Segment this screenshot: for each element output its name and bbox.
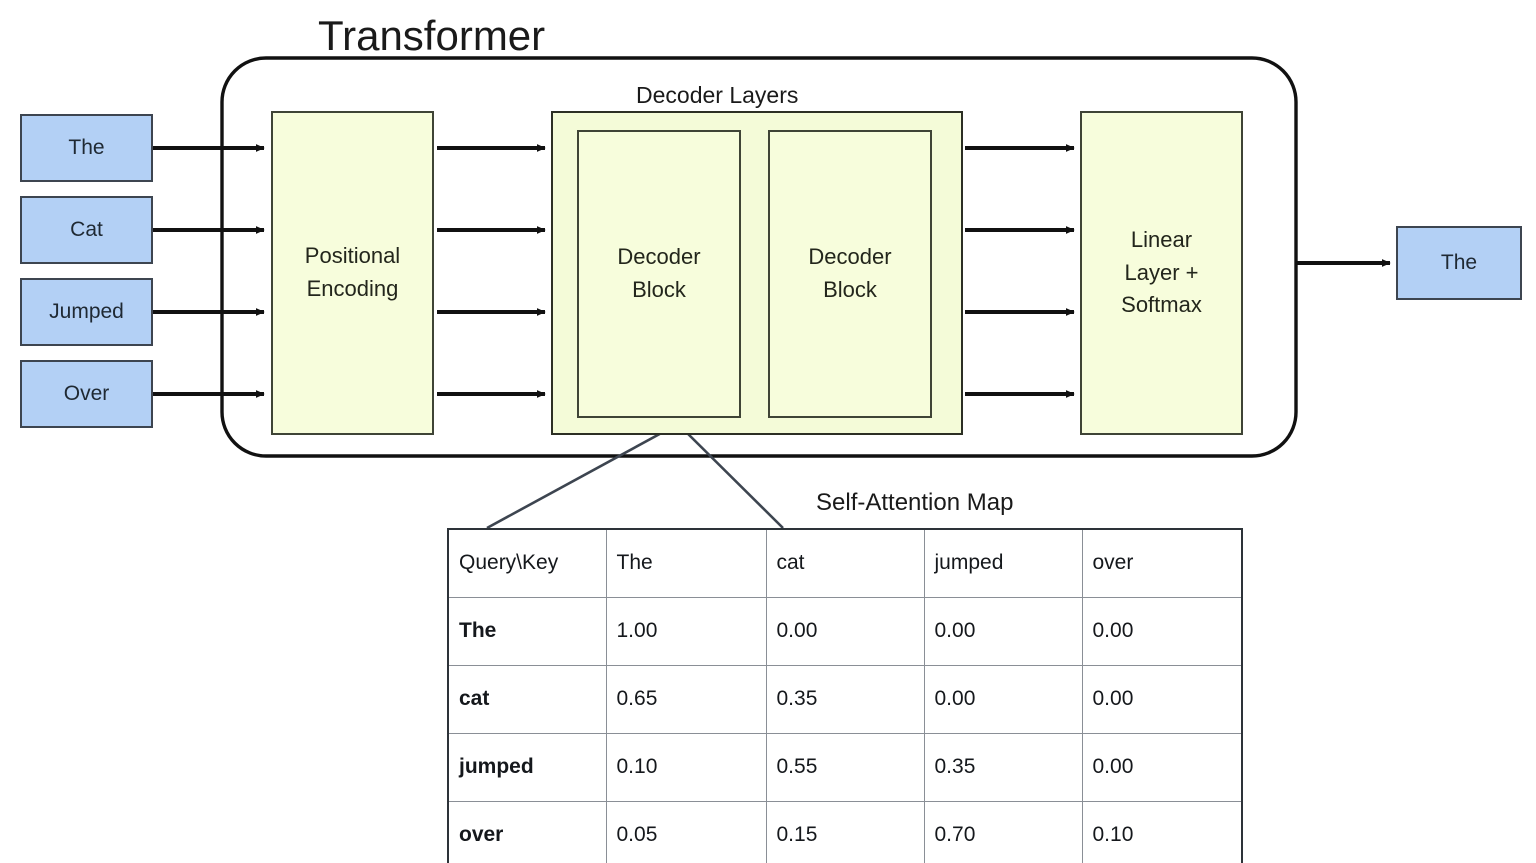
self-attention-table: Query\Key The cat jumped over The 1.00 0…	[447, 528, 1243, 863]
linear-label-line3: Softmax	[1121, 292, 1202, 318]
table-cell: 0.10	[1081, 800, 1243, 863]
decoder-block-2[interactable]: Decoder Block	[768, 130, 932, 418]
input-token-jumped[interactable]: Jumped	[20, 278, 153, 346]
table-cell: 0.10	[605, 732, 767, 802]
table-header-row: Query\Key The cat jumped over	[447, 528, 1243, 598]
table-cell: 0.00	[923, 596, 1083, 666]
table-row-header: jumped	[447, 732, 607, 802]
table-cell: 0.55	[765, 732, 925, 802]
positional-encoding-label-line1: Positional	[304, 243, 401, 269]
table-column-header: over	[1081, 528, 1243, 598]
table-cell: 0.70	[923, 800, 1083, 863]
posenc-to-decoder-arrows	[437, 144, 546, 398]
table-cell: 0.00	[1081, 732, 1243, 802]
input-token-label: Cat	[70, 218, 103, 241]
positional-encoding-box[interactable]: Positional Encoding	[271, 111, 434, 435]
table-cell: 0.35	[765, 664, 925, 734]
decoder-block-label-line2: Block	[632, 277, 686, 302]
table-row: cat 0.65 0.35 0.00 0.00	[447, 664, 1243, 734]
attention-callout-lines	[486, 422, 784, 530]
linear-label-line1: Linear	[1130, 227, 1193, 253]
table-row: over 0.05 0.15 0.70 0.10	[447, 800, 1243, 863]
positional-encoding-label-line2: Encoding	[306, 276, 399, 301]
table-cell: 0.00	[1081, 664, 1243, 734]
table-cell: 1.00	[605, 596, 767, 666]
input-token-cat[interactable]: Cat	[20, 196, 153, 264]
decoder-block-label-line1: Decoder	[617, 244, 701, 270]
output-token-the[interactable]: The	[1396, 226, 1522, 300]
table-cell: 0.15	[765, 800, 925, 863]
table-cell: 0.05	[605, 800, 767, 863]
decoder-block-label-line2: Block	[823, 277, 877, 302]
table-row: jumped 0.10 0.55 0.35 0.00	[447, 732, 1243, 802]
table-row-header: cat	[447, 664, 607, 734]
output-token-label: The	[1440, 251, 1478, 274]
linear-softmax-box[interactable]: Linear Layer + Softmax	[1080, 111, 1243, 435]
table-row-header: over	[447, 800, 607, 863]
self-attention-map-title: Self-Attention Map	[816, 489, 1014, 516]
decoder-block-label-line1: Decoder	[808, 244, 892, 270]
decoder-layers-container[interactable]: Decoder Block Decoder Block	[551, 111, 963, 435]
table-cell: 0.00	[765, 596, 925, 666]
input-token-label: Jumped	[49, 300, 124, 323]
table-column-header: The	[605, 528, 767, 598]
table-column-header: jumped	[923, 528, 1083, 598]
input-token-label: The	[68, 136, 105, 159]
token-to-posenc-arrows	[153, 144, 265, 398]
table-cell: 0.65	[605, 664, 767, 734]
table-corner-header: Query\Key	[447, 528, 607, 598]
table-column-header: cat	[765, 528, 925, 598]
decoder-layers-label: Decoder Layers	[636, 82, 799, 108]
table-row: The 1.00 0.00 0.00 0.00	[447, 596, 1243, 666]
table-cell: 0.35	[923, 732, 1083, 802]
input-token-over[interactable]: Over	[20, 360, 153, 428]
input-token-label: Over	[63, 382, 110, 405]
table-row-header: The	[447, 596, 607, 666]
decoder-block-1[interactable]: Decoder Block	[577, 130, 741, 418]
table-cell: 0.00	[923, 664, 1083, 734]
input-token-the[interactable]: The	[20, 114, 153, 182]
page-title: Transformer	[318, 12, 546, 59]
linear-label-line2: Layer +	[1124, 259, 1199, 285]
decoder-to-linear-arrows	[965, 144, 1075, 398]
table-cell: 0.00	[1081, 596, 1243, 666]
